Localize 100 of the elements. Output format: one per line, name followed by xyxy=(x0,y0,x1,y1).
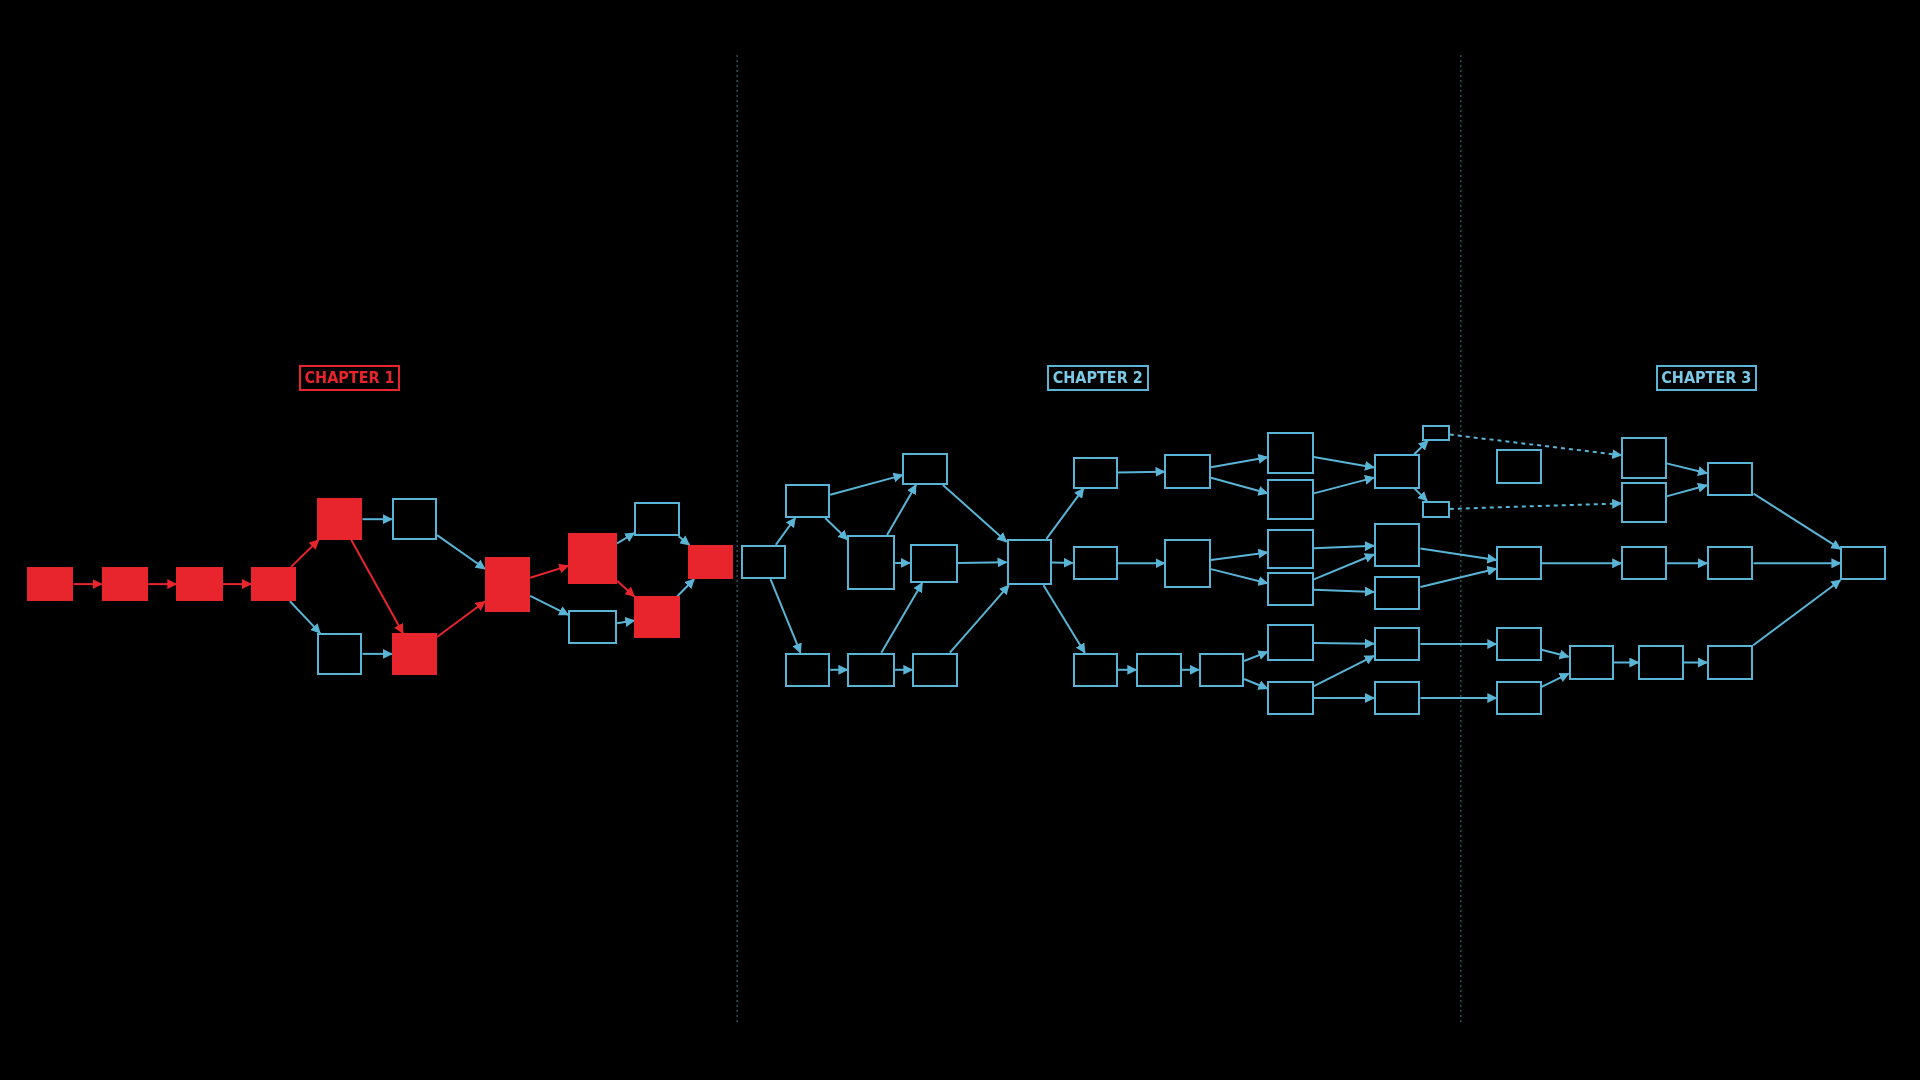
process-box xyxy=(251,566,297,602)
arrow xyxy=(1752,492,1842,550)
arrow xyxy=(1243,678,1269,690)
arrow xyxy=(616,579,636,598)
process-box xyxy=(1072,546,1118,581)
arrow xyxy=(361,648,393,659)
arrow xyxy=(1210,568,1269,586)
process-box xyxy=(1267,528,1314,570)
process-box xyxy=(1496,546,1542,581)
arrow xyxy=(1312,586,1375,597)
arrow xyxy=(1117,466,1166,477)
process-box xyxy=(1496,680,1542,716)
arrow xyxy=(1540,648,1570,660)
arrow xyxy=(948,584,1010,654)
process-box xyxy=(1373,680,1421,716)
arrow xyxy=(529,594,570,616)
process-box xyxy=(1373,575,1421,610)
arrow xyxy=(829,472,904,496)
process-box xyxy=(26,566,74,602)
arrow xyxy=(72,579,103,590)
process-box xyxy=(784,483,831,518)
arrow xyxy=(1312,638,1375,649)
arrow xyxy=(616,532,636,545)
process-box xyxy=(1164,538,1211,588)
process-box xyxy=(1373,626,1421,662)
process-box xyxy=(1706,461,1754,496)
process-box xyxy=(634,502,680,537)
process-box xyxy=(1840,546,1886,581)
arrow xyxy=(880,581,924,654)
process-box xyxy=(1267,624,1314,662)
arrow xyxy=(147,579,178,590)
process-box xyxy=(317,633,363,675)
arrow xyxy=(894,664,914,675)
arrow xyxy=(616,617,636,627)
arrow xyxy=(1448,433,1623,460)
arrow xyxy=(886,483,917,537)
arrow xyxy=(676,578,696,598)
arrow xyxy=(774,517,797,546)
arrow xyxy=(221,579,252,590)
process-box xyxy=(784,652,831,687)
process-box xyxy=(484,557,531,613)
arrow xyxy=(1050,557,1074,568)
chapter-title: CHAPTER 2 xyxy=(1052,368,1143,388)
arrow xyxy=(1413,439,1429,456)
arrow xyxy=(1419,693,1498,703)
arrow xyxy=(1752,558,1842,569)
process-box xyxy=(101,566,149,602)
arrow xyxy=(436,534,486,570)
chapter-box xyxy=(298,364,401,391)
arrow xyxy=(941,483,1008,543)
process-box xyxy=(688,544,734,580)
arrow xyxy=(1117,664,1138,675)
process-box xyxy=(909,543,958,583)
process-box xyxy=(902,453,948,485)
process-box xyxy=(317,498,363,540)
process-box xyxy=(568,609,618,645)
arrow xyxy=(1312,541,1375,552)
arrow xyxy=(350,539,404,635)
arrow xyxy=(1210,453,1269,469)
process-box xyxy=(1621,546,1667,581)
process-box xyxy=(1373,454,1421,489)
arrow xyxy=(361,514,393,525)
arrow xyxy=(1312,553,1375,581)
arrow xyxy=(290,539,320,568)
process-box xyxy=(634,596,680,638)
process-box xyxy=(1198,652,1245,687)
process-box xyxy=(847,535,896,591)
arrow xyxy=(529,563,570,579)
arrow xyxy=(436,600,486,638)
arrow xyxy=(1612,657,1640,668)
process-box xyxy=(1706,645,1754,680)
chapter-title: CHAPTER 1 xyxy=(304,368,395,388)
process-box xyxy=(391,633,438,675)
arrow xyxy=(1665,462,1708,476)
arrow xyxy=(1312,693,1375,703)
process-box xyxy=(176,566,223,602)
process-box xyxy=(1421,424,1450,441)
arrow xyxy=(1540,558,1623,569)
process-box xyxy=(1621,482,1667,523)
process-box xyxy=(1621,437,1667,479)
process-box xyxy=(1267,680,1314,716)
process-box xyxy=(391,498,438,540)
process-box xyxy=(1006,538,1052,586)
arrow xyxy=(1448,498,1623,510)
process-box xyxy=(1136,652,1182,687)
arrow xyxy=(956,557,1008,568)
process-box xyxy=(740,544,787,580)
arrow xyxy=(1413,487,1428,502)
arrow xyxy=(1210,476,1269,496)
process-box xyxy=(1568,645,1614,680)
arrow xyxy=(1540,672,1570,688)
process-box xyxy=(1072,456,1118,489)
arrow xyxy=(1419,565,1498,588)
arrow xyxy=(1665,482,1708,498)
arrow xyxy=(1180,664,1200,675)
arrow xyxy=(288,600,322,635)
process-box xyxy=(1638,645,1684,680)
arrow xyxy=(1682,657,1708,668)
arrow xyxy=(769,578,802,654)
process-box xyxy=(568,532,618,585)
